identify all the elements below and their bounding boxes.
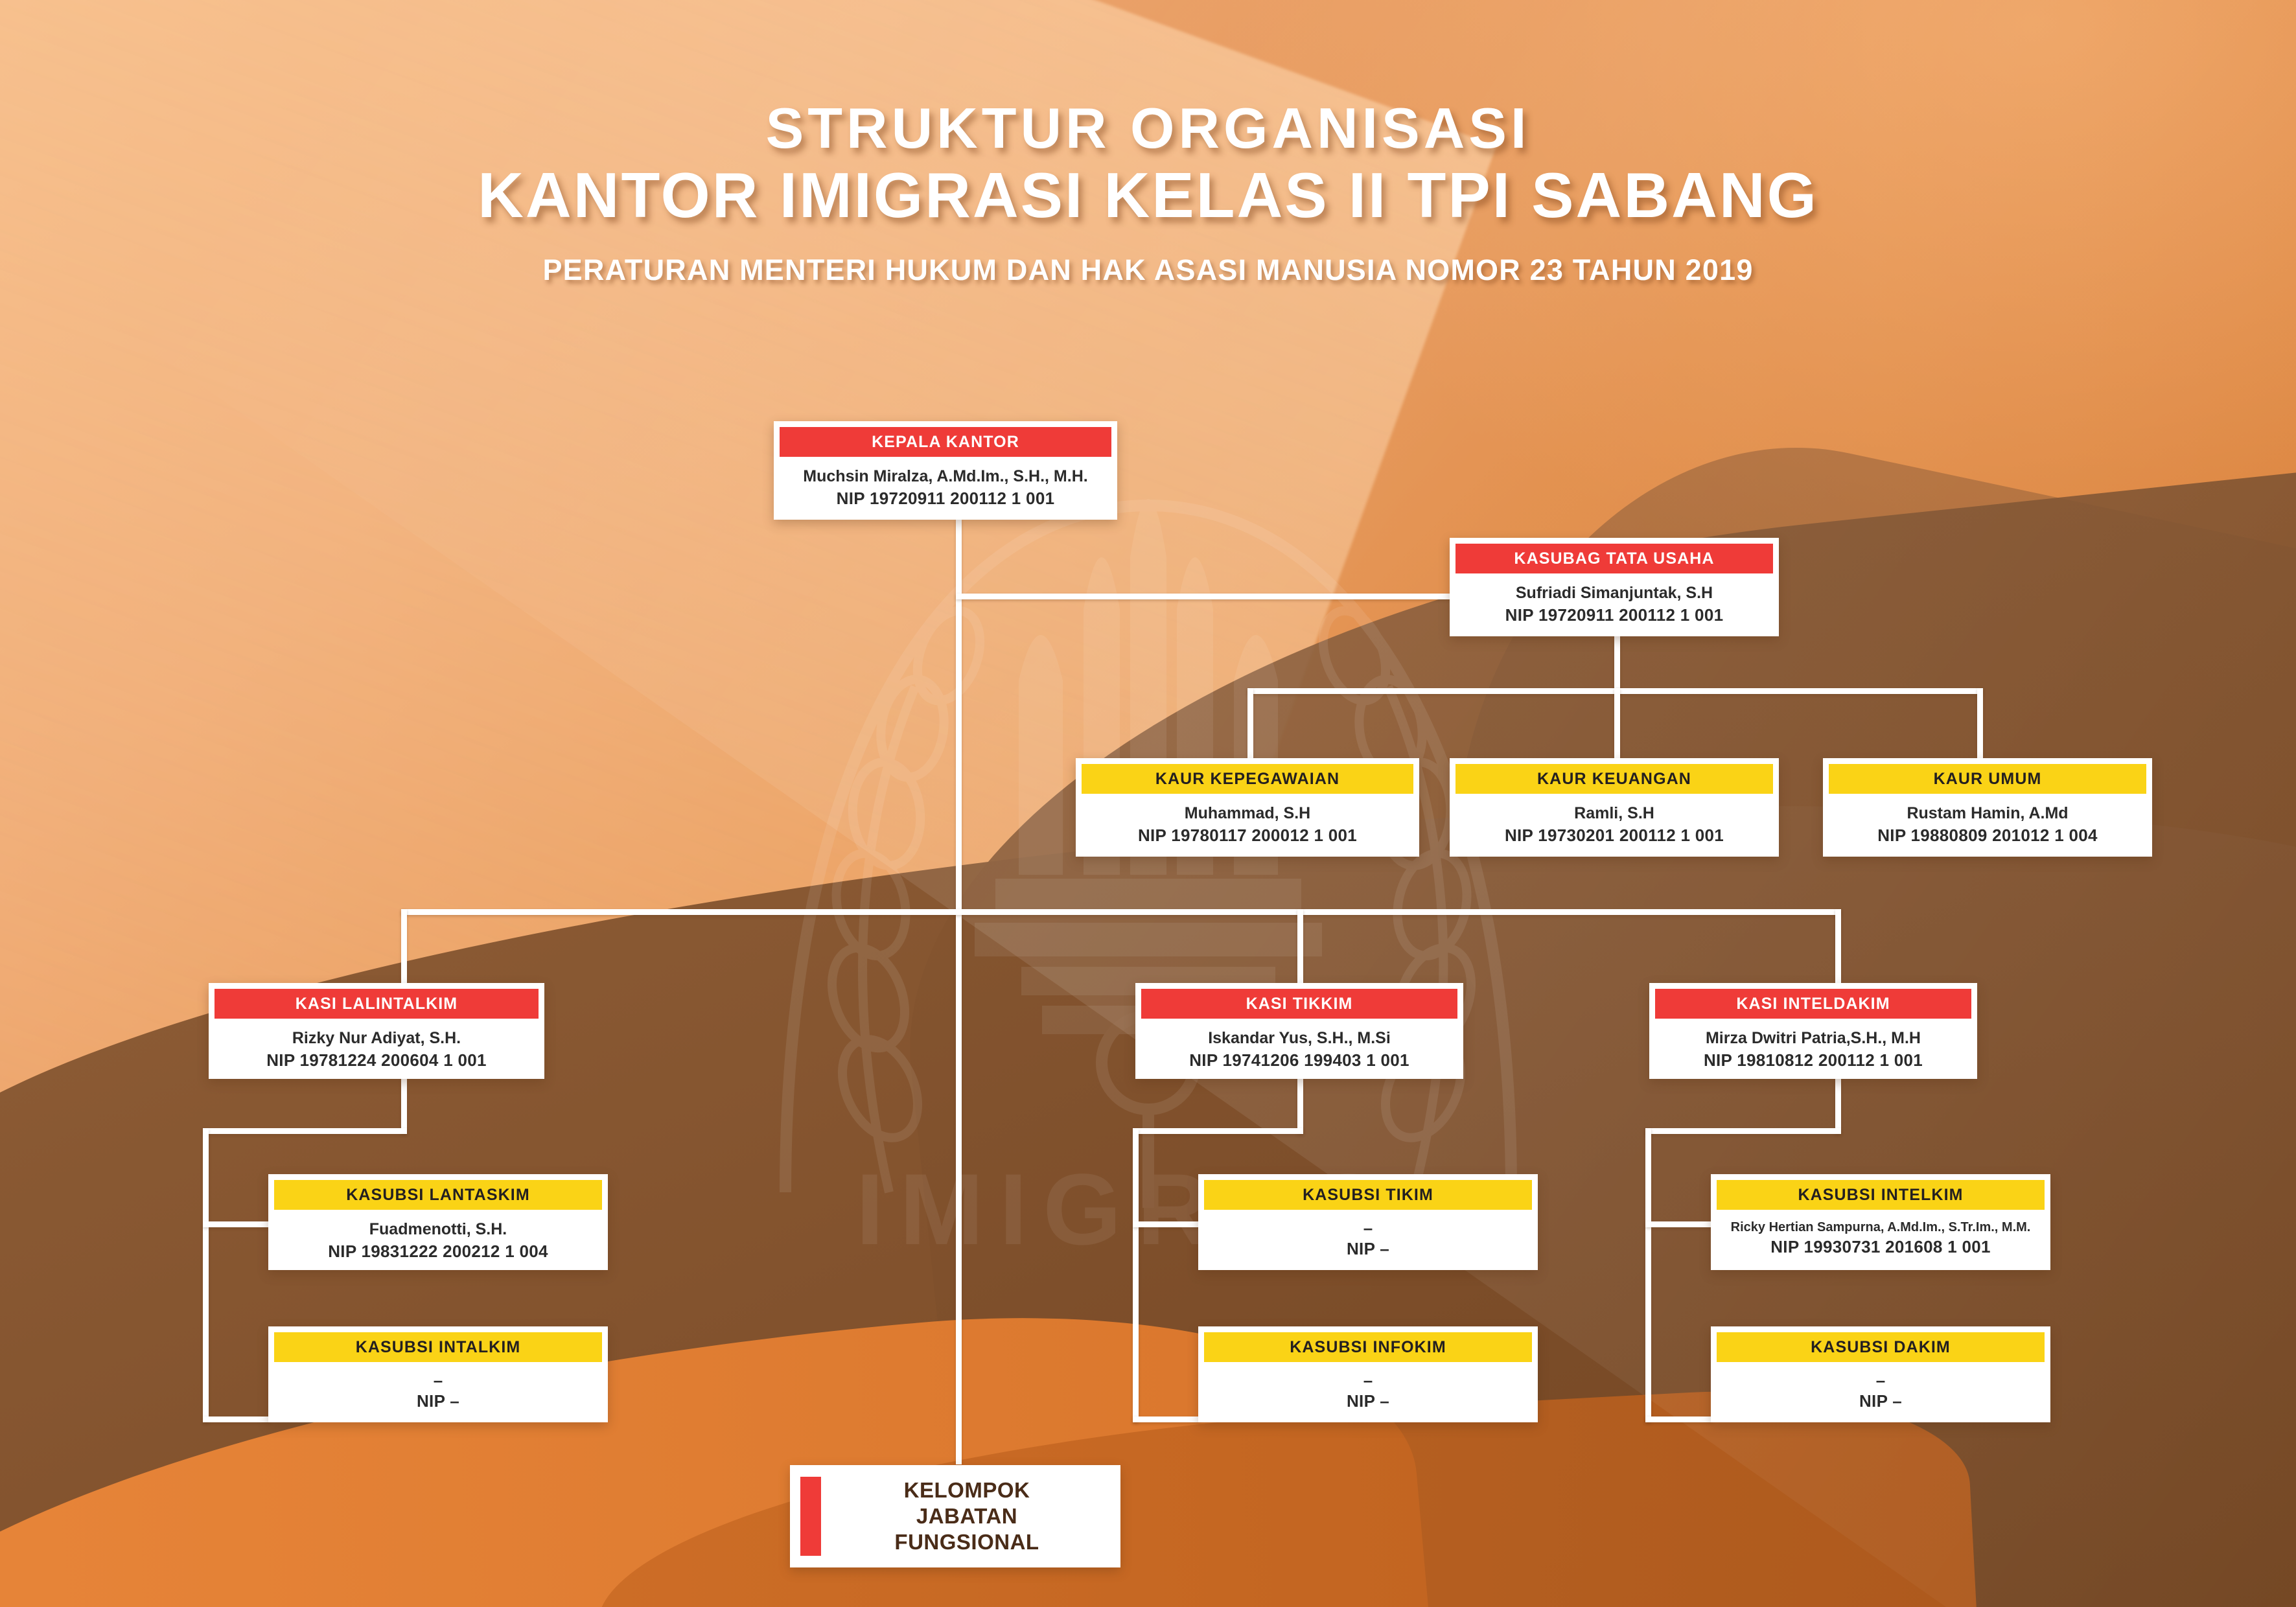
- connector-kepala-to-kasubag: [956, 594, 1620, 599]
- connector-lalintalkim-spine: [203, 1128, 209, 1422]
- node-kasi-tikkim-title: KASI TIKKIM: [1141, 989, 1457, 1019]
- node-kasubsi-infokim-title: KASUBSI INFOKIM: [1204, 1332, 1532, 1362]
- node-kaur-keuangan-name: Ramli, S.H: [1574, 804, 1654, 822]
- node-kasubsi-tikim-nip: NIP –: [1346, 1238, 1390, 1258]
- page-subtitle: PERATURAN MENTERI HUKUM DAN HAK ASASI MA…: [542, 253, 1754, 286]
- node-kasubag-tata-usaha-name: Sufriadi Simanjuntak, S.H: [1515, 584, 1713, 602]
- node-kasubsi-tikim[interactable]: KASUBSI TIKIM – NIP –: [1198, 1174, 1538, 1270]
- node-kepala-kantor-title: KEPALA KANTOR: [780, 427, 1111, 457]
- node-kasubsi-intalkim[interactable]: KASUBSI INTALKIM – NIP –: [268, 1326, 608, 1422]
- page-title-line1: STRUKTUR ORGANISASI: [765, 96, 1531, 160]
- connector-kasubag-down: [1614, 634, 1620, 692]
- connector-to-kasubsi-tikim: [1133, 1221, 1201, 1227]
- node-kaur-umum-title: KAUR UMUM: [1829, 764, 2146, 794]
- connector-tikkim-spine: [1133, 1128, 1139, 1422]
- connector-kaur-kepegawaian-drop: [1247, 688, 1253, 761]
- page-title-line2: KANTOR IMIGRASI KELAS II TPI SABANG: [478, 159, 1818, 231]
- node-kasi-tikkim-nip: NIP 19741206 199403 1 001: [1189, 1050, 1409, 1070]
- kjf-label-line3: FUNGSIONAL: [894, 1530, 1039, 1555]
- connector-to-kasubsi-intelkim: [1645, 1221, 1713, 1227]
- node-kasi-tikkim-name: Iskandar Yus, S.H., M.Si: [1208, 1029, 1391, 1047]
- node-kasi-tikkim[interactable]: KASI TIKKIM Iskandar Yus, S.H., M.Si NIP…: [1135, 983, 1463, 1079]
- node-kasubsi-intelkim-nip: NIP 19930731 201608 1 001: [1770, 1237, 1991, 1257]
- node-kasubsi-intalkim-title: KASUBSI INTALKIM: [274, 1332, 602, 1362]
- connector-kasi-lalintalkim-drop: [401, 909, 407, 999]
- node-kasubsi-intalkim-name: –: [433, 1370, 443, 1390]
- connector-kasi-bus: [401, 909, 1841, 915]
- node-kasubsi-lantaskim-title: KASUBSI LANTASKIM: [274, 1180, 602, 1210]
- connector-tikkim-turn: [1133, 1128, 1303, 1134]
- node-kaur-kepegawaian-nip: NIP 19780117 200012 1 001: [1137, 826, 1358, 845]
- node-kaur-kepegawaian[interactable]: KAUR KEPEGAWAIAN Muhammad, S.H NIP 19780…: [1076, 758, 1419, 857]
- kjf-accent-bar: [800, 1477, 821, 1556]
- node-kasi-lalintalkim[interactable]: KASI LALINTALKIM Rizky Nur Adiyat, S.H. …: [209, 983, 544, 1079]
- connector-to-kasubsi-intalkim: [203, 1416, 271, 1422]
- connector-kaur-keuangan-drop: [1614, 688, 1620, 761]
- node-kasubsi-dakim[interactable]: KASUBSI DAKIM – NIP –: [1711, 1326, 2050, 1422]
- node-kasubsi-tikim-title: KASUBSI TIKIM: [1204, 1180, 1532, 1210]
- connector-kaur-umum-drop: [1977, 688, 1983, 761]
- node-kelompok-jabatan-fungsional[interactable]: KELOMPOK JABATAN FUNGSIONAL: [790, 1465, 1120, 1567]
- node-kasi-inteldakim-nip: NIP 19810812 200112 1 001: [1703, 1050, 1923, 1070]
- node-kaur-keuangan-title: KAUR KEUANGAN: [1455, 764, 1773, 794]
- node-kasubag-tata-usaha[interactable]: KASUBAG TATA USAHA Sufriadi Simanjuntak,…: [1450, 538, 1779, 636]
- node-kasubag-tata-usaha-title: KASUBAG TATA USAHA: [1455, 544, 1773, 573]
- node-kasubsi-intelkim-title: KASUBSI INTELKIM: [1717, 1180, 2045, 1210]
- connector-to-kasubsi-infokim: [1133, 1416, 1201, 1422]
- node-kaur-keuangan-nip: NIP 19730201 200112 1 001: [1504, 826, 1724, 845]
- connector-inteldakim-spine: [1645, 1128, 1651, 1422]
- node-kaur-umum[interactable]: KAUR UMUM Rustam Hamin, A.Md NIP 1988080…: [1823, 758, 2152, 857]
- node-kasubsi-dakim-nip: NIP –: [1859, 1391, 1903, 1411]
- node-kasubsi-dakim-title: KASUBSI DAKIM: [1717, 1332, 2045, 1362]
- node-kasi-lalintalkim-nip: NIP 19781224 200604 1 001: [266, 1050, 487, 1070]
- node-kasi-lalintalkim-title: KASI LALINTALKIM: [215, 989, 539, 1019]
- node-kasi-inteldakim-title: KASI INTELDAKIM: [1655, 989, 1971, 1019]
- connector-lalintalkim-turn: [203, 1128, 407, 1134]
- connector-inteldakim-turn: [1645, 1128, 1841, 1134]
- node-kasubsi-lantaskim-nip: NIP 19831222 200212 1 004: [328, 1242, 548, 1261]
- node-kasubsi-infokim[interactable]: KASUBSI INFOKIM – NIP –: [1198, 1326, 1538, 1422]
- kjf-label-line2: JABATAN: [916, 1503, 1018, 1528]
- node-kasubsi-intelkim-name: Ricky Hertian Sampurna, A.Md.Im., S.Tr.I…: [1730, 1220, 2031, 1234]
- node-kasi-inteldakim-name: Mirza Dwitri Patria,S.H., M.H: [1705, 1029, 1921, 1047]
- kjf-label: KELOMPOK JABATAN FUNGSIONAL: [821, 1477, 1110, 1556]
- node-kasi-inteldakim[interactable]: KASI INTELDAKIM Mirza Dwitri Patria,S.H.…: [1649, 983, 1977, 1079]
- node-kaur-umum-nip: NIP 19880809 201012 1 004: [1877, 826, 2098, 845]
- connector-kasi-inteldakim-drop: [1835, 909, 1841, 999]
- node-kasubsi-infokim-name: –: [1363, 1370, 1373, 1390]
- connector-to-kasubsi-lantaskim: [203, 1221, 271, 1227]
- connector-tikkim-down: [1297, 1073, 1303, 1134]
- node-kepala-kantor-name: Muchsin Miralza, A.Md.Im., S.H., M.H.: [803, 467, 1088, 485]
- connector-to-kasubsi-dakim: [1645, 1416, 1713, 1422]
- connector-kasi-tikkim-drop: [1297, 909, 1303, 999]
- node-kasubsi-lantaskim[interactable]: KASUBSI LANTASKIM Fuadmenotti, S.H. NIP …: [268, 1174, 608, 1270]
- poster-header: STRUKTUR ORGANISASI KANTOR IMIGRASI KELA…: [0, 97, 2296, 287]
- node-kasubsi-tikim-name: –: [1363, 1218, 1373, 1238]
- node-kaur-keuangan[interactable]: KAUR KEUANGAN Ramli, S.H NIP 19730201 20…: [1450, 758, 1779, 857]
- node-kasubsi-intelkim[interactable]: KASUBSI INTELKIM Ricky Hertian Sampurna,…: [1711, 1174, 2050, 1270]
- node-kepala-kantor[interactable]: KEPALA KANTOR Muchsin Miralza, A.Md.Im.,…: [774, 421, 1117, 520]
- connector-lalintalkim-down: [401, 1073, 407, 1134]
- node-kaur-kepegawaian-title: KAUR KEPEGAWAIAN: [1082, 764, 1413, 794]
- connector-inteldakim-down: [1835, 1073, 1841, 1134]
- kjf-label-line1: KELOMPOK: [903, 1477, 1030, 1502]
- connector-main-spine: [956, 518, 962, 1464]
- node-kasi-lalintalkim-name: Rizky Nur Adiyat, S.H.: [292, 1029, 461, 1047]
- node-kasubsi-lantaskim-name: Fuadmenotti, S.H.: [369, 1220, 507, 1238]
- node-kasubsi-infokim-nip: NIP –: [1346, 1391, 1390, 1411]
- node-kaur-kepegawaian-name: Muhammad, S.H: [1184, 804, 1311, 822]
- node-kepala-kantor-nip: NIP 19720911 200112 1 001: [836, 489, 1055, 508]
- node-kaur-umum-name: Rustam Hamin, A.Md: [1907, 804, 2069, 822]
- node-kasubsi-intalkim-nip: NIP –: [416, 1391, 460, 1411]
- node-kasubsi-dakim-name: –: [1875, 1370, 1886, 1390]
- node-kasubag-tata-usaha-nip: NIP 19720911 200112 1 001: [1505, 605, 1724, 625]
